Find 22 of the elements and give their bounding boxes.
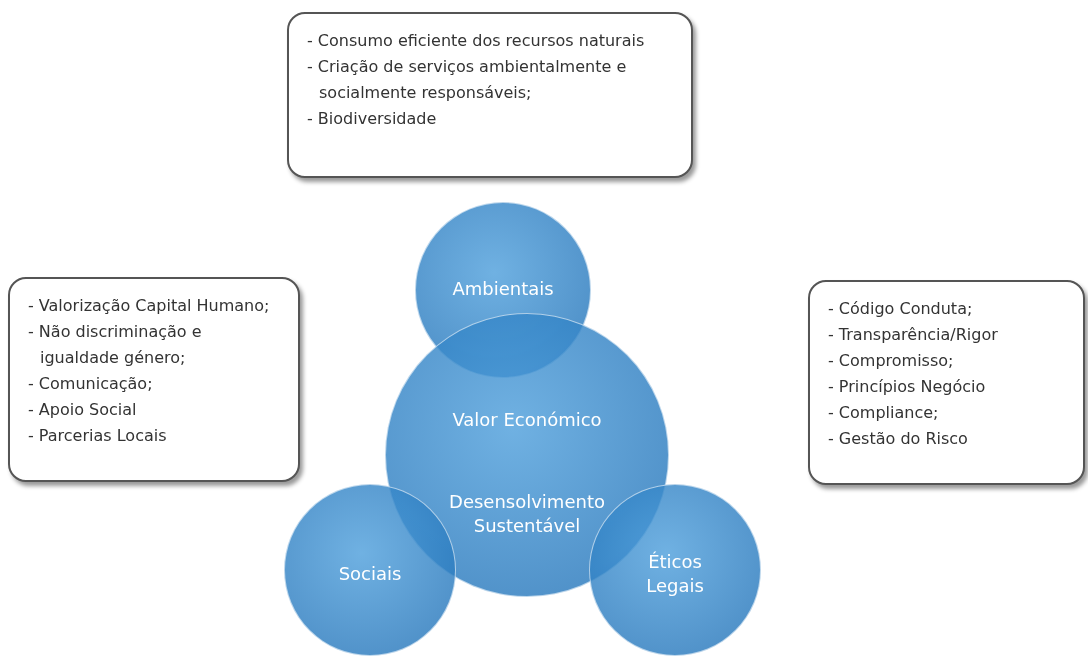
- list-item: - Princípios Negócio: [828, 376, 987, 398]
- list-item: - Não discriminação e igualdade género;: [28, 321, 203, 369]
- list-item: - Apoio Social: [28, 399, 138, 421]
- list-item: - Gestão do Risco: [828, 428, 969, 450]
- circle-label: Valor Económico: [452, 408, 602, 430]
- list-item: - Compromisso;: [828, 350, 955, 372]
- circle-label: Sociais: [338, 563, 402, 585]
- list-item: - Compliance;: [828, 402, 940, 424]
- list-item: - Biodiversidade: [307, 108, 438, 130]
- list-item: - Transparência/Rigor: [828, 324, 999, 346]
- text-box: [808, 280, 1085, 485]
- list-item: - Comunicação;: [28, 373, 154, 395]
- text-box: [287, 12, 693, 178]
- list-item: - Criação de serviços ambientalmente e socialmente responsáveis;: [307, 56, 628, 104]
- circle-label: Ambientais: [452, 277, 554, 299]
- list-item: - Código Conduta;: [828, 298, 974, 320]
- circle-label: Desensolvimento Sustentável: [449, 491, 605, 537]
- text-box: [8, 277, 300, 482]
- list-item: - Parcerias Locais: [28, 425, 168, 447]
- list-item: - Consumo eficiente dos recursos naturais: [307, 30, 646, 52]
- circle-label: Éticos Legais: [646, 551, 704, 597]
- list-item: - Valorização Capital Humano;: [28, 295, 271, 317]
